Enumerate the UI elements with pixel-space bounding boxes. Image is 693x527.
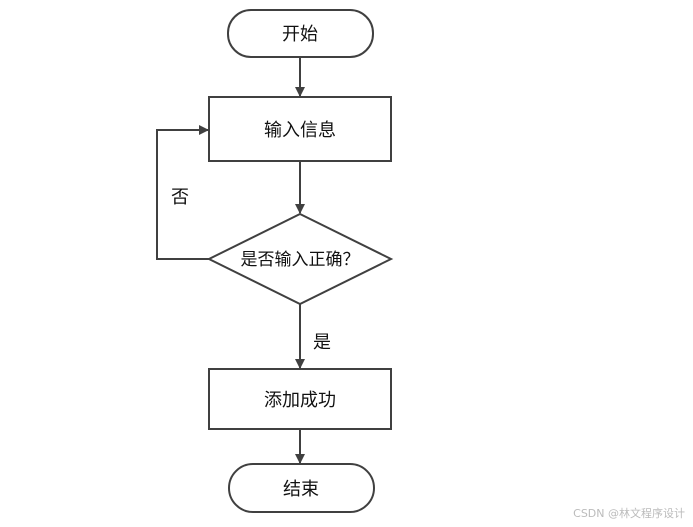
arrow-no-loop bbox=[156, 125, 209, 260]
input-process-box bbox=[208, 96, 392, 162]
success-label: 添加成功 bbox=[264, 390, 336, 411]
no-label: 否 bbox=[171, 187, 189, 208]
start-label: 开始 bbox=[282, 24, 318, 45]
yes-label: 是 bbox=[313, 332, 331, 353]
watermark: CSDN @林文程序设计 bbox=[573, 507, 685, 520]
end-terminator bbox=[228, 463, 375, 513]
decision-label: 是否输入正确？ bbox=[241, 250, 360, 270]
success-process-box bbox=[208, 368, 392, 430]
input-label: 输入信息 bbox=[264, 120, 336, 141]
end-label: 结束 bbox=[283, 479, 319, 500]
